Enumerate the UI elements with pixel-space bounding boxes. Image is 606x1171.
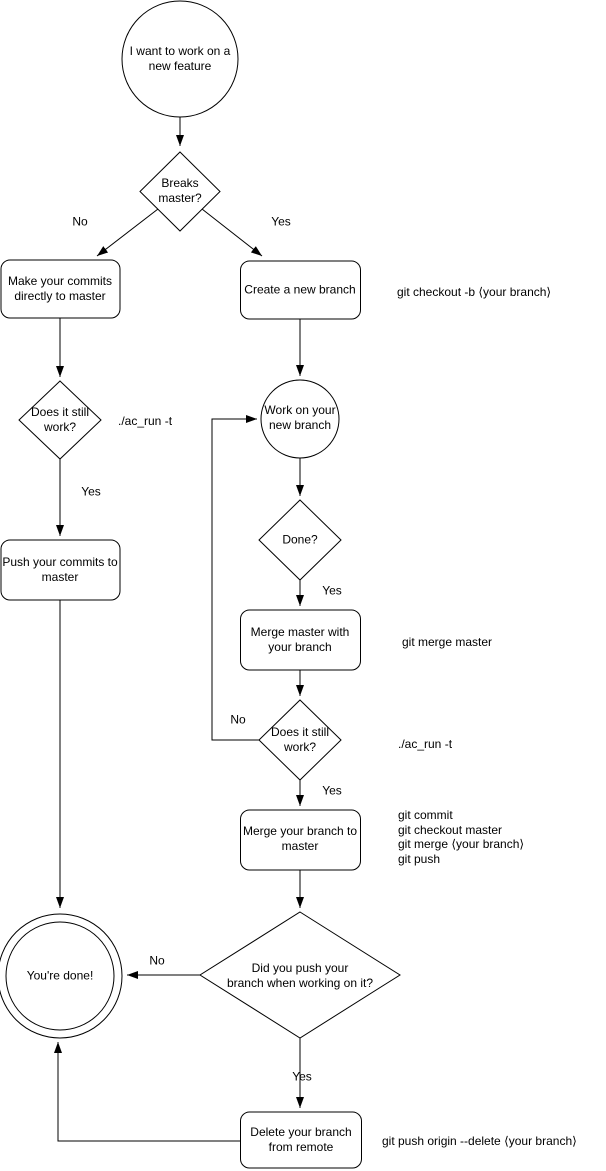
node-label-does-work-2: Does it still work?: [270, 725, 330, 754]
edge-label-push-no: No: [149, 953, 165, 968]
node-did-you-push-diamond: [199, 911, 401, 1039]
node-make-commits-rect: [0, 259, 121, 319]
edge-breaks-master-yes: [201, 208, 263, 257]
note-git-checkout: git checkout -b ⟨your branch⟩: [397, 284, 552, 299]
node-delete-remote-rect: [240, 1111, 362, 1169]
edge-label-breaks-no: No: [72, 214, 88, 229]
edge-does-work-2-no-loop: [211, 415, 259, 741]
node-label-did-you-push: Did you push your branch when working on…: [226, 961, 374, 990]
node-label-delete-remote: Delete your branch from remote: [250, 1125, 352, 1154]
edge-label-work2-no: No: [230, 712, 246, 727]
edge-breaks-master-no: [96, 208, 159, 257]
node-does-work-1-diamond: [18, 380, 102, 460]
node-label-breaks-master: Breaks master?: [158, 176, 202, 205]
node-done-question-diamond: [258, 499, 342, 581]
note-git-merge-master: git merge master: [402, 634, 493, 649]
node-merge-branch-rect: [240, 809, 361, 871]
node-label-make-commits: Make your commits directly to master: [7, 274, 113, 303]
node-label-merge-master: Merge master with your branch: [250, 625, 350, 654]
edge-label-work1-yes: Yes: [81, 484, 101, 499]
node-label-done-question: Done?: [282, 532, 318, 547]
node-push-commits-rect: [0, 539, 121, 601]
edge-delete-remote-to-done: [54, 1042, 240, 1142]
note-ac-run-1: ./ac_run -t: [118, 413, 173, 428]
note-git-push-block: git commit git checkout master git merge…: [398, 808, 525, 866]
note-ac-run-2: ./ac_run -t: [398, 736, 453, 751]
node-label-youre-done: You're done!: [26, 968, 94, 983]
node-work-branch-circle: [260, 379, 340, 459]
node-create-branch-rect: [240, 260, 361, 320]
node-merge-master-rect: [240, 609, 361, 671]
node-label-work-branch: Work on your new branch: [264, 403, 336, 432]
node-label-start: I want to work on a new feature: [129, 44, 231, 73]
node-label-create-branch: Create a new branch: [244, 282, 356, 297]
edge-label-push-yes: Yes: [292, 1069, 312, 1084]
edge-label-done-yes: Yes: [322, 583, 342, 598]
edge-label-breaks-yes: Yes: [271, 214, 291, 229]
node-youre-done-inner-circle: [5, 921, 115, 1031]
node-label-merge-branch: Merge your branch to master: [242, 824, 358, 853]
note-git-push-delete: git push origin --delete ⟨your branch⟩: [382, 1133, 577, 1148]
node-breaks-master-diamond: [139, 151, 221, 232]
node-label-push-commits: Push your commits to master: [2, 555, 118, 584]
node-does-work-2-diamond: [258, 699, 342, 781]
node-start-circle: [121, 0, 239, 118]
edge-label-work2-yes: Yes: [322, 783, 342, 798]
node-label-does-work-1: Does it still work?: [30, 405, 90, 434]
